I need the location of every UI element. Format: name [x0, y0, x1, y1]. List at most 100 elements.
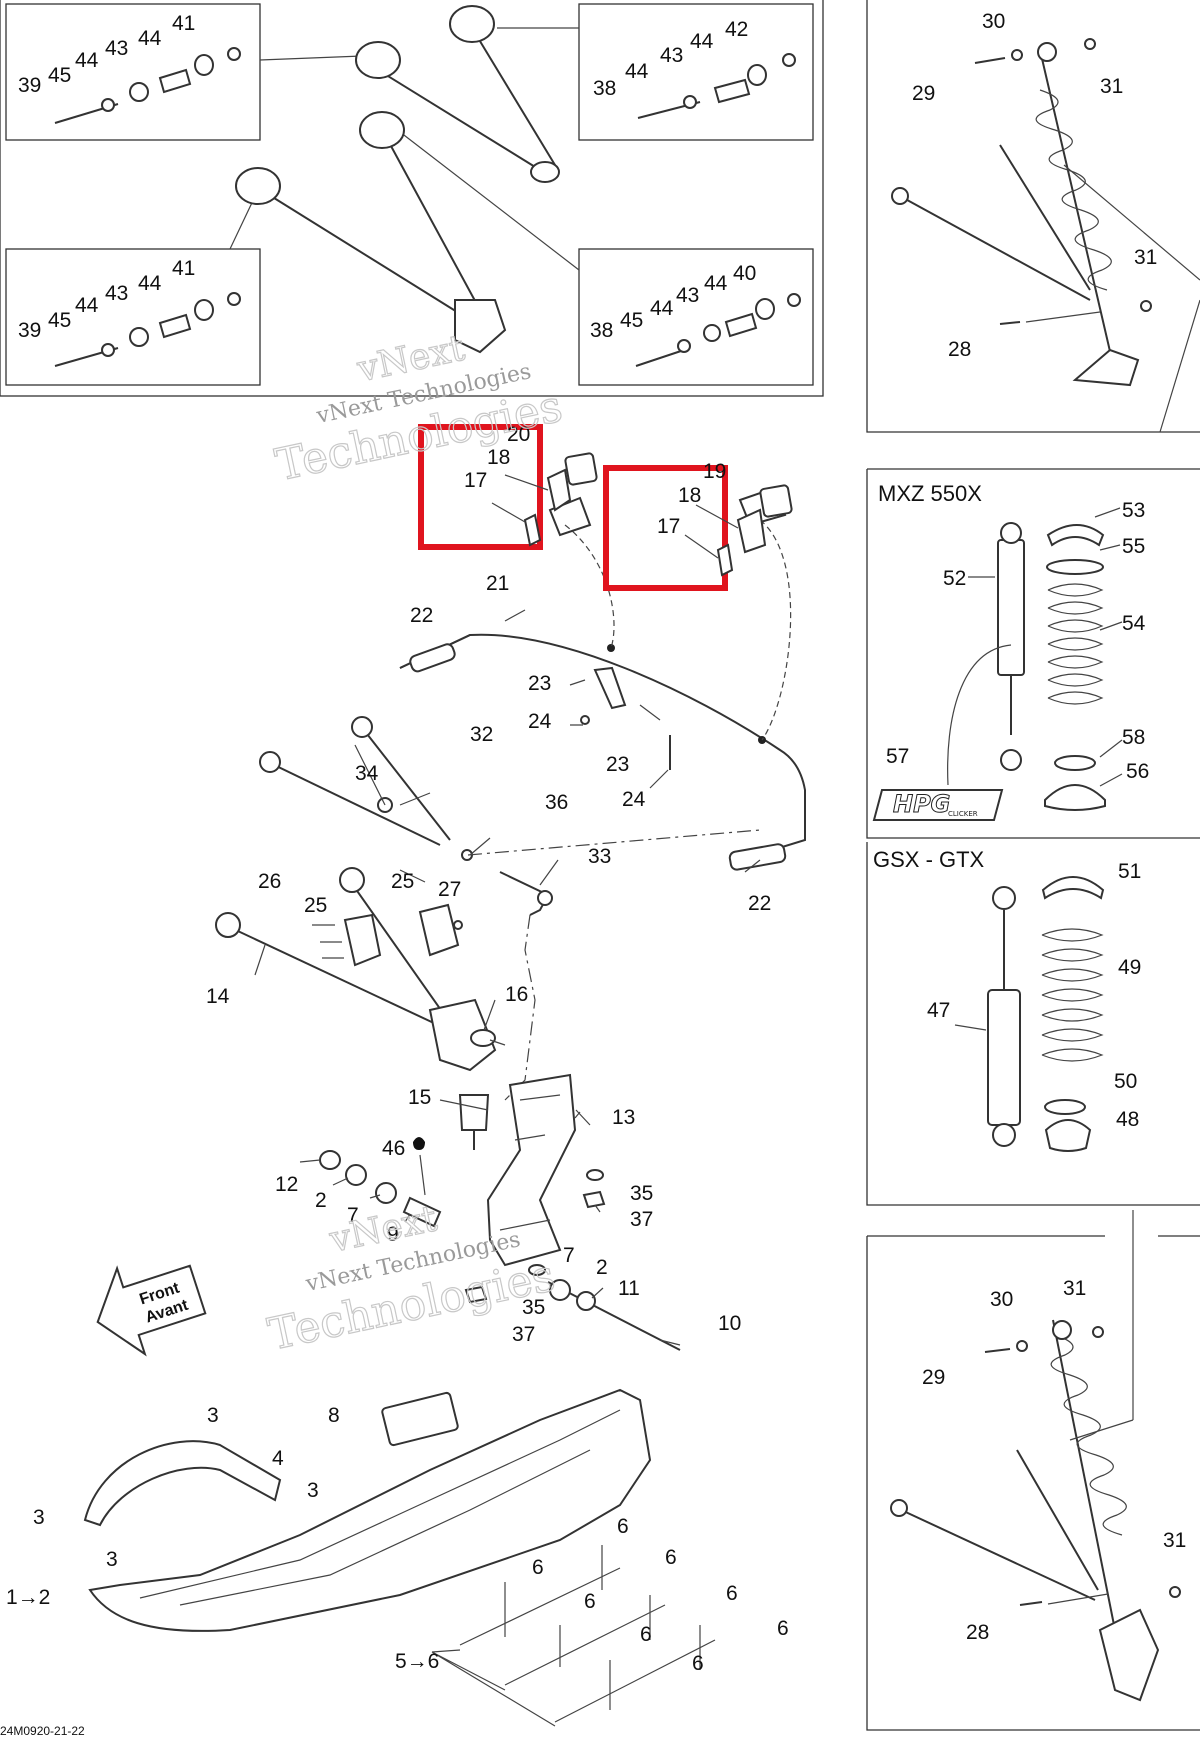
variant-label-mxz: MXZ 550X: [878, 481, 982, 506]
nut: [227, 47, 241, 61]
ski-body: [88, 1388, 652, 1632]
sleeve: [724, 312, 758, 338]
callout-28: 28: [966, 1621, 989, 1644]
panel-frame: [866, 0, 1200, 433]
callout-43: 43: [105, 282, 128, 305]
sway-bar: [399, 633, 806, 861]
shock-assembly-panel-bottom: 30 29 31 31 28: [866, 1210, 1200, 1731]
callout-30: 30: [982, 10, 1005, 33]
callout-44: 44: [650, 297, 674, 320]
callout-40: 40: [733, 262, 756, 285]
arm-tube: [384, 134, 481, 311]
callout-28: 28: [948, 338, 971, 361]
callout-44: 44: [138, 272, 162, 295]
small-bolt: [580, 715, 590, 725]
callout-51: 51: [1118, 860, 1141, 883]
callout-32: 32: [470, 723, 493, 746]
bolt: [984, 1348, 1011, 1353]
callout-57: 57: [886, 745, 909, 768]
spindle: [1098, 1608, 1160, 1702]
sway-bar-bushing: [564, 452, 598, 486]
nut: [1140, 300, 1152, 312]
bushing: [194, 299, 214, 321]
bolt-17: [523, 513, 542, 547]
carbide-runners: [459, 1567, 716, 1723]
sway-bar-mark: [607, 644, 615, 652]
bushing-7: [549, 1279, 571, 1301]
washer-35: [586, 1169, 604, 1181]
leader: [491, 474, 549, 523]
callout-58: 58: [1122, 726, 1145, 749]
spring-seat: [1044, 784, 1106, 811]
bushing: [129, 327, 149, 347]
o-ring: [470, 1029, 496, 1047]
leader: [684, 504, 739, 559]
shock-body: [987, 989, 1021, 1126]
tie-rod-ball: [537, 890, 553, 906]
spring-ring: [1046, 559, 1104, 575]
washer-2: [345, 1164, 367, 1186]
callout-22: 22: [410, 604, 433, 627]
leader: [1047, 1593, 1109, 1605]
inset-frame: [578, 248, 814, 386]
bolt: [999, 321, 1021, 325]
bolt-17: [716, 543, 734, 577]
callout-49: 49: [1118, 956, 1141, 979]
callout-52: 52: [943, 567, 966, 590]
callout-25: 25: [391, 870, 414, 893]
nut: [1084, 38, 1096, 50]
callout-31: 31: [1163, 1529, 1186, 1552]
inset-frame: [578, 3, 814, 141]
arm-pivot: [355, 41, 401, 79]
watermark-top: vNext Technologies Technologies vNext: [271, 327, 568, 492]
bracket-bolts: [312, 924, 344, 959]
ski-assembly: 1→2 3 4 3 3 3 8 5→6 6 6 6 6 6 6 6 6: [6, 1388, 789, 1727]
callout-21: 21: [486, 572, 509, 595]
callout-2: 2: [315, 1189, 327, 1212]
shock-assembly-panel-top: 30 29 31 31 28: [866, 0, 1200, 433]
callout-44: 44: [690, 30, 714, 53]
arm-tube: [257, 187, 471, 321]
callout-27: 27: [438, 878, 461, 901]
callout-46: 46: [382, 1137, 405, 1160]
a-arm-pivot: [890, 1499, 908, 1517]
arm-pivot: [235, 167, 281, 205]
nut: [227, 292, 241, 306]
spring-coil: [1041, 928, 1104, 1062]
callout-11: 11: [618, 1277, 640, 1300]
panel-frame: [866, 842, 1200, 1206]
washer: [1011, 49, 1023, 61]
nut: [787, 293, 801, 307]
leader: [299, 1154, 426, 1223]
callout-55: 55: [1122, 535, 1145, 558]
callout-54: 54: [1122, 612, 1146, 635]
callout-18: 18: [487, 446, 510, 469]
sleeve: [713, 78, 751, 104]
carbide-studs: [504, 1545, 701, 1710]
callout-41: 41: [172, 257, 195, 280]
a-arm-pivot: [339, 867, 365, 893]
callout-31: 31: [1100, 75, 1123, 98]
callout-33: 33: [588, 845, 611, 868]
callout-43: 43: [676, 284, 699, 307]
callout-6: 6: [665, 1546, 677, 1569]
assembly-path: [504, 914, 536, 1101]
lower-a-arm-tube: [224, 924, 471, 1041]
callout-36: 36: [545, 791, 568, 814]
assembly-path: [467, 829, 761, 856]
sway-bar-end-cap: [728, 843, 787, 871]
callout-15: 15: [408, 1086, 431, 1109]
callout-18: 18: [678, 484, 701, 507]
a-arm-tube: [897, 194, 1091, 301]
leader: [1025, 311, 1101, 323]
upper-arms-panel-frame: [0, 0, 824, 397]
spindle-mount: [1072, 348, 1140, 387]
callout-39: 39: [18, 319, 41, 342]
spindle: [486, 1073, 577, 1267]
shock-eye: [992, 886, 1016, 910]
washer: [683, 95, 697, 109]
callout-9: 9: [387, 1223, 399, 1246]
callout-44: 44: [75, 294, 99, 317]
callout-42: 42: [725, 18, 748, 41]
callout-17: 17: [464, 469, 487, 492]
